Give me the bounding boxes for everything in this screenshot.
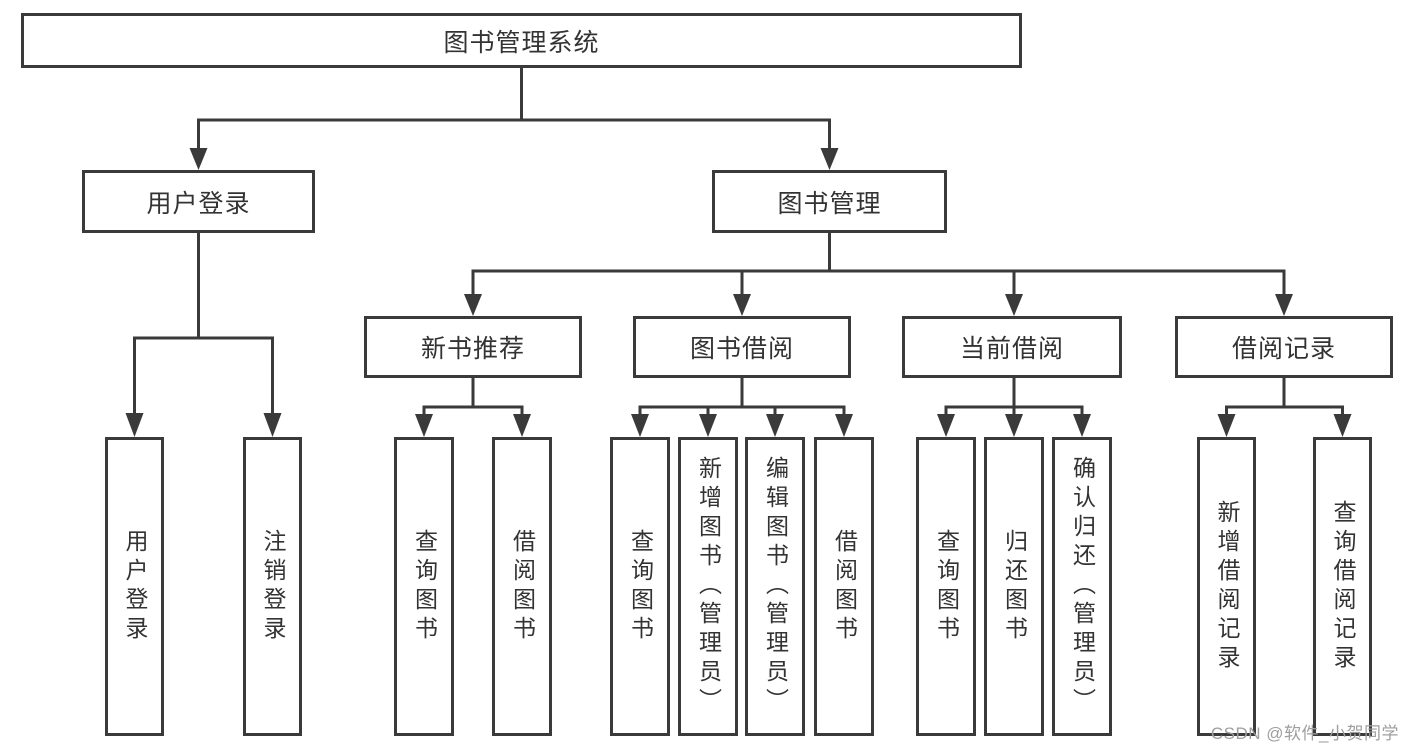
leaf-confirm-return-admin: 确认归还（管理员）: [1052, 437, 1112, 736]
leaf-query-books-recommend: 查询图书: [394, 437, 454, 736]
leaf-return-books: 归还图书: [984, 437, 1044, 736]
node-user-login: 用户登录: [82, 170, 315, 233]
node-label: 借阅图书: [509, 528, 536, 645]
node-label: 借阅图书: [831, 528, 858, 645]
node-new-book-recommendation: 新书推荐: [364, 316, 582, 378]
node-label: 新增图书（管理员）: [695, 456, 722, 717]
leaf-add-book-admin: 新增图书（管理员）: [678, 437, 738, 736]
node-label: 图书管理: [777, 189, 882, 218]
node-label: 确认归还（管理员）: [1069, 456, 1096, 717]
leaf-user-login: 用户登录: [105, 437, 164, 736]
node-label: 查询图书: [411, 528, 438, 645]
leaf-query-books-borrow: 查询图书: [610, 437, 670, 736]
node-label: 查询图书: [933, 528, 960, 645]
leaf-edit-book-admin: 编辑图书（管理员）: [745, 437, 805, 736]
leaf-query-books-current: 查询图书: [916, 437, 976, 736]
leaf-borrow-books: 借阅图书: [814, 437, 874, 736]
node-book-management: 图书管理: [712, 170, 947, 233]
node-label: 编辑图书（管理员）: [762, 456, 789, 717]
node-label: 用户登录: [146, 189, 251, 218]
watermark: CSDN @软件_小贺同学: [1210, 724, 1399, 743]
leaf-borrow-books-recommend: 借阅图书: [492, 437, 552, 736]
node-library-management-system: 图书管理系统: [21, 13, 1022, 68]
leaf-add-borrow-record: 新增借阅记录: [1197, 437, 1256, 736]
leaf-query-borrow-record: 查询借阅记录: [1313, 437, 1372, 736]
node-label: 归还图书: [1001, 528, 1028, 645]
node-label: 新书推荐: [420, 335, 525, 363]
node-borrowing-records: 借阅记录: [1175, 316, 1393, 378]
node-current-borrowing: 当前借阅: [902, 316, 1122, 378]
node-label: 注销登录: [260, 528, 286, 645]
node-label: 查询图书: [627, 528, 654, 645]
node-label: 当前借阅: [959, 335, 1064, 363]
node-label: 用户登录: [122, 528, 148, 645]
node-label: 图书借阅: [689, 335, 794, 363]
node-label: 借阅记录: [1231, 335, 1336, 363]
node-label: 图书管理系统: [443, 28, 600, 57]
node-label: 查询借阅记录: [1330, 499, 1356, 674]
leaf-logout: 注销登录: [243, 437, 302, 736]
node-book-borrowing: 图书借阅: [633, 316, 851, 378]
node-label: 新增借阅记录: [1214, 499, 1240, 674]
